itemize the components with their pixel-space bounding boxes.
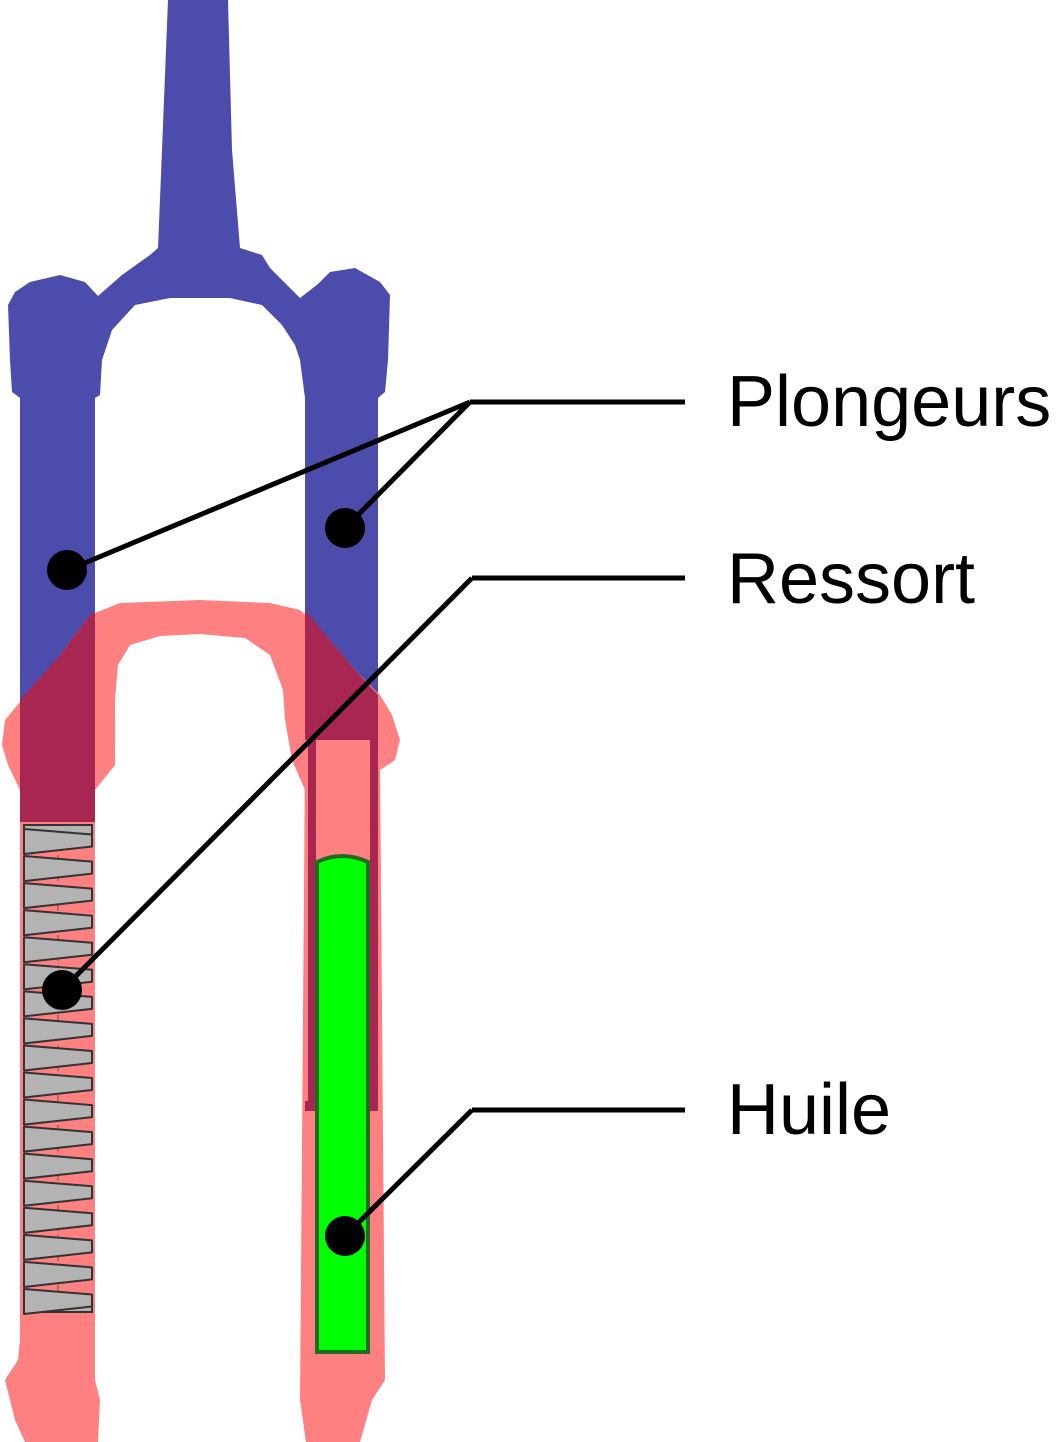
label-huile: Huile xyxy=(727,1070,891,1150)
oil-column xyxy=(315,854,370,1354)
spring-coil xyxy=(23,1071,93,1099)
overlap-zones xyxy=(20,610,378,822)
spring-coil xyxy=(23,1233,93,1261)
spring-coil xyxy=(23,1206,93,1234)
label-ressort: Ressort xyxy=(727,539,975,619)
spring-coil xyxy=(23,909,93,937)
damper-tube-outline xyxy=(308,693,378,1105)
leader-lines xyxy=(60,399,685,1238)
leader-plongeurs-right xyxy=(343,400,472,530)
spring-coil xyxy=(23,882,93,910)
spring-coil xyxy=(23,828,93,856)
spring-coil xyxy=(23,936,93,964)
spring-coil xyxy=(23,1152,93,1180)
dot-plongeurs-right xyxy=(325,508,365,548)
overlap-left xyxy=(20,612,95,822)
spring-coil xyxy=(23,855,93,883)
leader-plongeurs-left xyxy=(67,399,471,573)
spring-coil xyxy=(23,1098,93,1126)
label-plongeurs: Plongeurs xyxy=(727,362,1051,442)
dot-ressort xyxy=(42,970,82,1010)
dot-huile xyxy=(325,1216,365,1256)
spring-coil xyxy=(23,1287,93,1315)
spring-coil xyxy=(23,1044,93,1072)
leader-ressort-diagonal xyxy=(60,576,474,992)
spring-coil xyxy=(23,1179,93,1207)
leader-huile-diagonal xyxy=(343,1108,474,1238)
spring-coil xyxy=(23,1125,93,1153)
lower-arch xyxy=(2,600,400,790)
spring-coil xyxy=(23,1017,93,1045)
dot-plongeurs-left xyxy=(47,550,87,590)
overlap-right xyxy=(305,610,378,740)
oil xyxy=(315,854,370,1354)
spring xyxy=(23,824,93,1315)
spring-coil xyxy=(23,1260,93,1288)
pointer-dots xyxy=(42,508,365,1256)
